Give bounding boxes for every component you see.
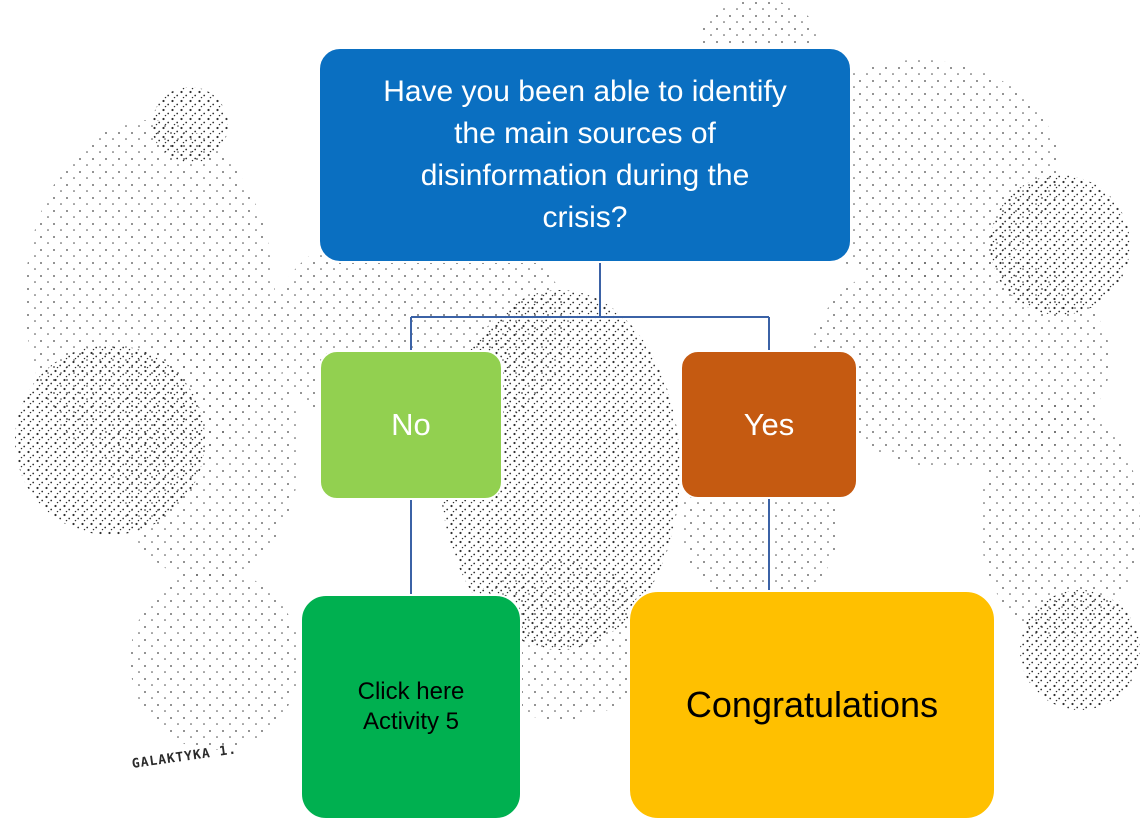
congratulations-node: Congratulations: [628, 590, 996, 820]
yes-label: Yes: [743, 406, 795, 442]
yes-answer-node[interactable]: Yes: [680, 350, 858, 499]
activity-5-link-node[interactable]: Click here Activity 5: [300, 594, 522, 820]
question-text: Have you been able to identify the main …: [383, 75, 787, 234]
no-answer-node[interactable]: No: [319, 350, 503, 500]
no-label: No: [391, 407, 431, 442]
congratulations-text: Congratulations: [685, 684, 939, 725]
question-node: Have you been able to identify the main …: [318, 47, 852, 263]
activity-5-link-text[interactable]: Click here Activity 5: [357, 678, 465, 735]
